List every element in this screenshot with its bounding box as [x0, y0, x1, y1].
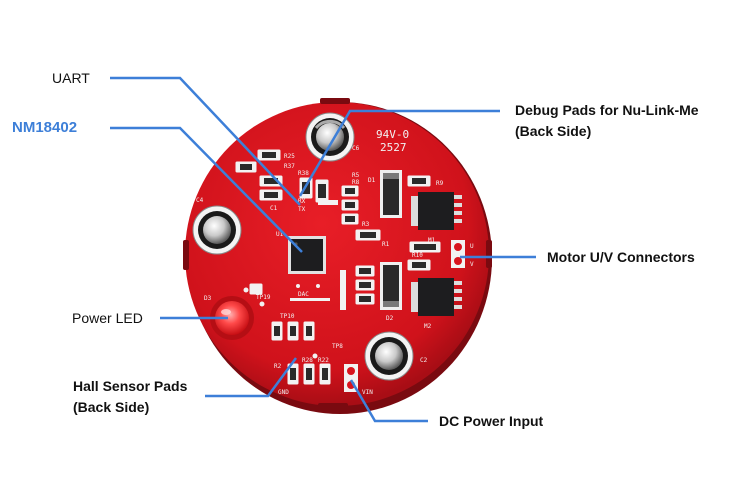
marking-r25: R25: [284, 153, 295, 160]
callout-motor: Motor U/V Connectors: [547, 249, 695, 265]
marking-rx: RX: [298, 198, 306, 205]
marking-u: U: [470, 243, 474, 250]
marking-r22: R22: [318, 357, 329, 364]
marking-d3: D3: [204, 295, 212, 302]
callout-line-nm18402: [110, 126, 303, 253]
marking-c6: C6: [352, 145, 360, 152]
diode-d1: [380, 170, 402, 218]
marking-date-code: 2527: [380, 141, 407, 154]
marking-d2: D2: [386, 315, 394, 322]
callout-power-led: Power LED: [72, 310, 143, 326]
marking-r3: R3: [362, 221, 370, 228]
marking-r38: R38: [298, 170, 309, 177]
power-led: [210, 296, 254, 340]
callout-debug-line2: (Back Side): [515, 123, 592, 139]
marking-r8: R8: [352, 179, 360, 186]
motor-connector-pads: [451, 240, 465, 268]
marking-r10: R10: [412, 252, 423, 259]
marking-m1: M1: [428, 237, 436, 244]
marking-c2: C2: [420, 357, 428, 364]
marking-tp19: TP19: [256, 294, 271, 301]
callout-hall-line1: Hall Sensor Pads: [73, 378, 188, 394]
marking-c1: C1: [270, 205, 278, 212]
marking-dac: DAC: [298, 291, 309, 298]
marking-u1: U1: [276, 231, 284, 238]
callout-dc-power: DC Power Input: [439, 413, 544, 429]
marking-v: V: [470, 261, 474, 268]
marking-r28: R28: [302, 357, 313, 364]
marking-m2: M2: [424, 323, 432, 330]
test-points: [243, 284, 320, 359]
mosfet-m1: [411, 192, 462, 230]
callout-hall-line2: (Back Side): [73, 399, 150, 415]
callout-line-dc: [349, 379, 428, 423]
silkscreen-lines: [290, 200, 346, 310]
marking-r2: R2: [274, 363, 282, 370]
callout-line-debug: [298, 109, 500, 197]
mosfet-m2: [411, 278, 462, 316]
marking-gnd: GND: [278, 389, 289, 396]
capacitor-c6: [305, 112, 355, 162]
marking-d1: D1: [368, 177, 376, 184]
marking-vin: VIN: [362, 389, 373, 396]
marking-r1: R1: [382, 241, 390, 248]
capacitor-c2: [364, 331, 414, 381]
mcu-chip-u1: [288, 236, 326, 274]
capacitor-c4: [192, 205, 242, 255]
marking-r9: R9: [436, 180, 444, 187]
callout-debug-line1: Debug Pads for Nu-Link-Me: [515, 102, 699, 118]
marking-tp10: TP10: [280, 313, 295, 320]
marking-rating: 94V-0: [376, 128, 409, 141]
callout-line-uart: [110, 76, 301, 206]
diode-d2: [380, 262, 402, 310]
silkscreen-markings: 94V-0 2527 C6 R25 R37 R38 RX TX C4 C1 U1…: [196, 128, 474, 396]
callout-line-hall: [205, 357, 298, 398]
callout-lines: [110, 76, 536, 423]
callout-uart: UART: [52, 70, 90, 86]
callout-nm18402: NM18402: [12, 119, 78, 136]
marking-r5: R5: [352, 172, 360, 179]
marking-r37: R37: [284, 163, 295, 170]
marking-tx: TX: [298, 206, 306, 213]
marking-c4: C4: [196, 197, 204, 204]
marking-tp8: TP8: [332, 343, 343, 350]
